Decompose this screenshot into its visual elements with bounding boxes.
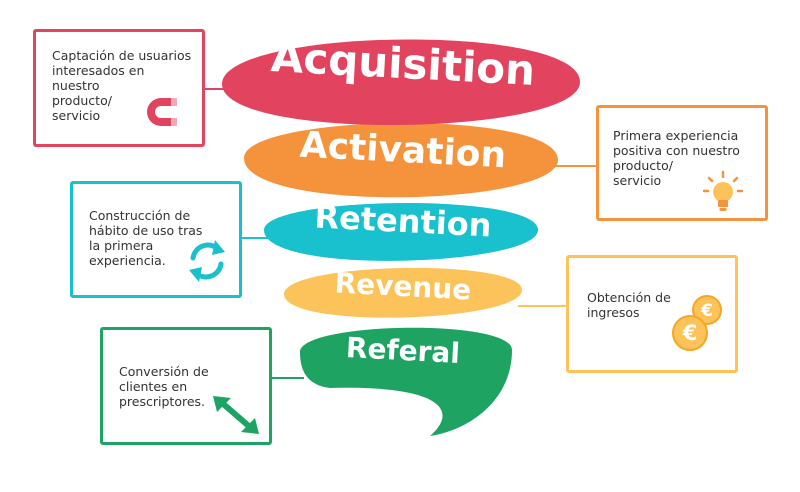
text-line: nuestro (52, 78, 100, 93)
text-line: Primera experiencia (613, 128, 739, 143)
text-line: Construcción de (89, 208, 191, 223)
text-line: la primera (89, 238, 154, 253)
text-line: Captación de usuarios (52, 48, 192, 63)
funnel-stage-acquisition (222, 39, 580, 126)
text-line: producto/ (613, 158, 673, 173)
connector-acquisition (204, 88, 234, 90)
connector-retention (240, 237, 268, 239)
lightbulb-icon (703, 170, 743, 211)
funnel-stage-retention (264, 202, 538, 261)
stage-label-referal: Referal (345, 331, 461, 370)
connector-activation (555, 165, 597, 167)
svg-text:€: € (682, 321, 698, 345)
svg-text:€: € (700, 301, 713, 321)
card-retention-text: Construcción de hábito de uso tras la pr… (89, 208, 202, 268)
text-line: Conversión de (119, 364, 209, 379)
text-line: clientes en (119, 379, 188, 394)
magnet-icon (147, 98, 177, 126)
text-line: prescriptores. (119, 394, 206, 409)
text-line: Obtención de (587, 290, 671, 305)
text-line: servicio (613, 173, 662, 188)
card-acquisition: Captación de usuarios interesados en nue… (33, 29, 205, 147)
text-line: positiva con nuestro (613, 143, 740, 158)
text-line: hábito de uso tras (89, 223, 203, 238)
stage-label-revenue: Revenue (334, 266, 472, 306)
text-line: servicio (52, 108, 101, 123)
card-revenue: Obtención de ingresos € € (566, 255, 738, 373)
text-line: ingresos (587, 305, 640, 320)
card-retention: Construcción de hábito de uso tras la pr… (70, 181, 242, 298)
card-referal-text: Conversión de clientes en prescriptores. (119, 364, 209, 409)
stage-label-retention: Retention (314, 197, 493, 244)
funnel-stage-activation (244, 122, 558, 198)
text-line: producto/ (52, 93, 112, 108)
connector-referal (270, 377, 304, 379)
card-revenue-text: Obtención de ingresos (587, 290, 671, 320)
funnel-stage-revenue (284, 267, 522, 318)
refresh-icon (189, 240, 225, 282)
connector-revenue (518, 305, 568, 307)
card-activation-text: Primera experiencia positiva con nuestro… (613, 128, 740, 188)
card-referal: Conversión de clientes en prescriptores. (100, 327, 272, 445)
arrows-diagonal-icon (213, 396, 259, 434)
euro-coins-icon: € € (672, 295, 722, 351)
card-acquisition-text: Captación de usuarios interesados en nue… (52, 48, 191, 123)
funnel-stage-referal (300, 327, 512, 436)
text-line: interesados en (52, 63, 145, 78)
text-line: experiencia. (89, 253, 166, 268)
card-activation: Primera experiencia positiva con nuestro… (596, 105, 768, 221)
